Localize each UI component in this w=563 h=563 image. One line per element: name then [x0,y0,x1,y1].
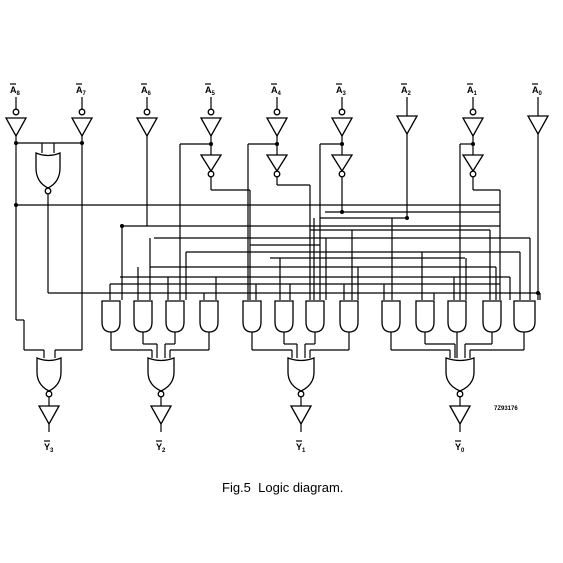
junction-dots [14,141,540,295]
and-gate-5 [242,300,262,333]
input-buffer-a0 [526,97,550,136]
and-gate-13 [513,300,536,333]
input-label-a8: A8 [10,85,21,97]
inverter-a4 [265,154,289,178]
input-label-a6: A6 [141,85,152,97]
and-gate-row [101,300,536,333]
input-buffer-a4 [265,97,289,138]
output-label-y0: Y0 [455,442,465,454]
second-stage-inverters [199,154,485,178]
inverter-a5 [199,154,223,178]
input-buffer-a5 [199,97,223,138]
nor-gate-y0 [445,357,475,398]
and-gate-9 [381,300,401,333]
input-buffers [4,97,550,138]
and-gate-8 [339,300,359,333]
output-nor-gates [36,357,475,398]
input-buffer-a3 [330,97,354,138]
and-gate-3 [165,300,185,333]
input-label-a2: A2 [401,85,412,97]
and-gate-6 [274,300,294,333]
nor-gate-y3 [36,357,62,398]
and-gate-7 [305,300,325,333]
and-gate-1 [101,300,121,333]
input-label-a3: A3 [336,85,347,97]
input-labels: A8 A7 A6 A5 A4 A3 A2 A1 A0 [10,85,543,97]
input-label-a1: A1 [467,85,478,97]
output-label-y1: Y1 [296,442,306,454]
output-label-y3: Y3 [44,442,54,454]
input-buffer-a7 [70,97,94,138]
and-gate-2 [133,300,153,333]
input-buffer-a8 [4,97,28,138]
input-label-a0: A0 [532,85,543,97]
and-gate-11 [447,300,467,333]
output-label-y2: Y2 [156,442,166,454]
inverter-a3 [330,154,354,178]
and-to-or-wiring [110,332,525,358]
figure-caption: Fig.5 Logic diagram. [222,480,343,495]
wiring [15,134,541,358]
input-buffer-a1 [461,97,485,138]
input-label-a4: A4 [271,85,282,97]
input-buffer-a2 [395,97,419,136]
and-gate-12 [482,300,502,333]
input-label-a7: A7 [76,85,87,97]
inverter-a1 [461,154,485,178]
and-gate-4 [199,300,219,333]
input-label-a5: A5 [205,85,216,97]
output-buffers [37,397,472,432]
nor-gate-a8-a7 [35,152,61,195]
reference-code: 7Z93176 [494,406,518,412]
nor-gate-y2 [147,357,175,398]
output-labels: Y3 Y2 Y1 Y0 [44,440,465,454]
input-buffer-a6 [135,97,159,138]
nor-gate-y1 [287,357,315,398]
and-gate-10 [415,300,435,333]
